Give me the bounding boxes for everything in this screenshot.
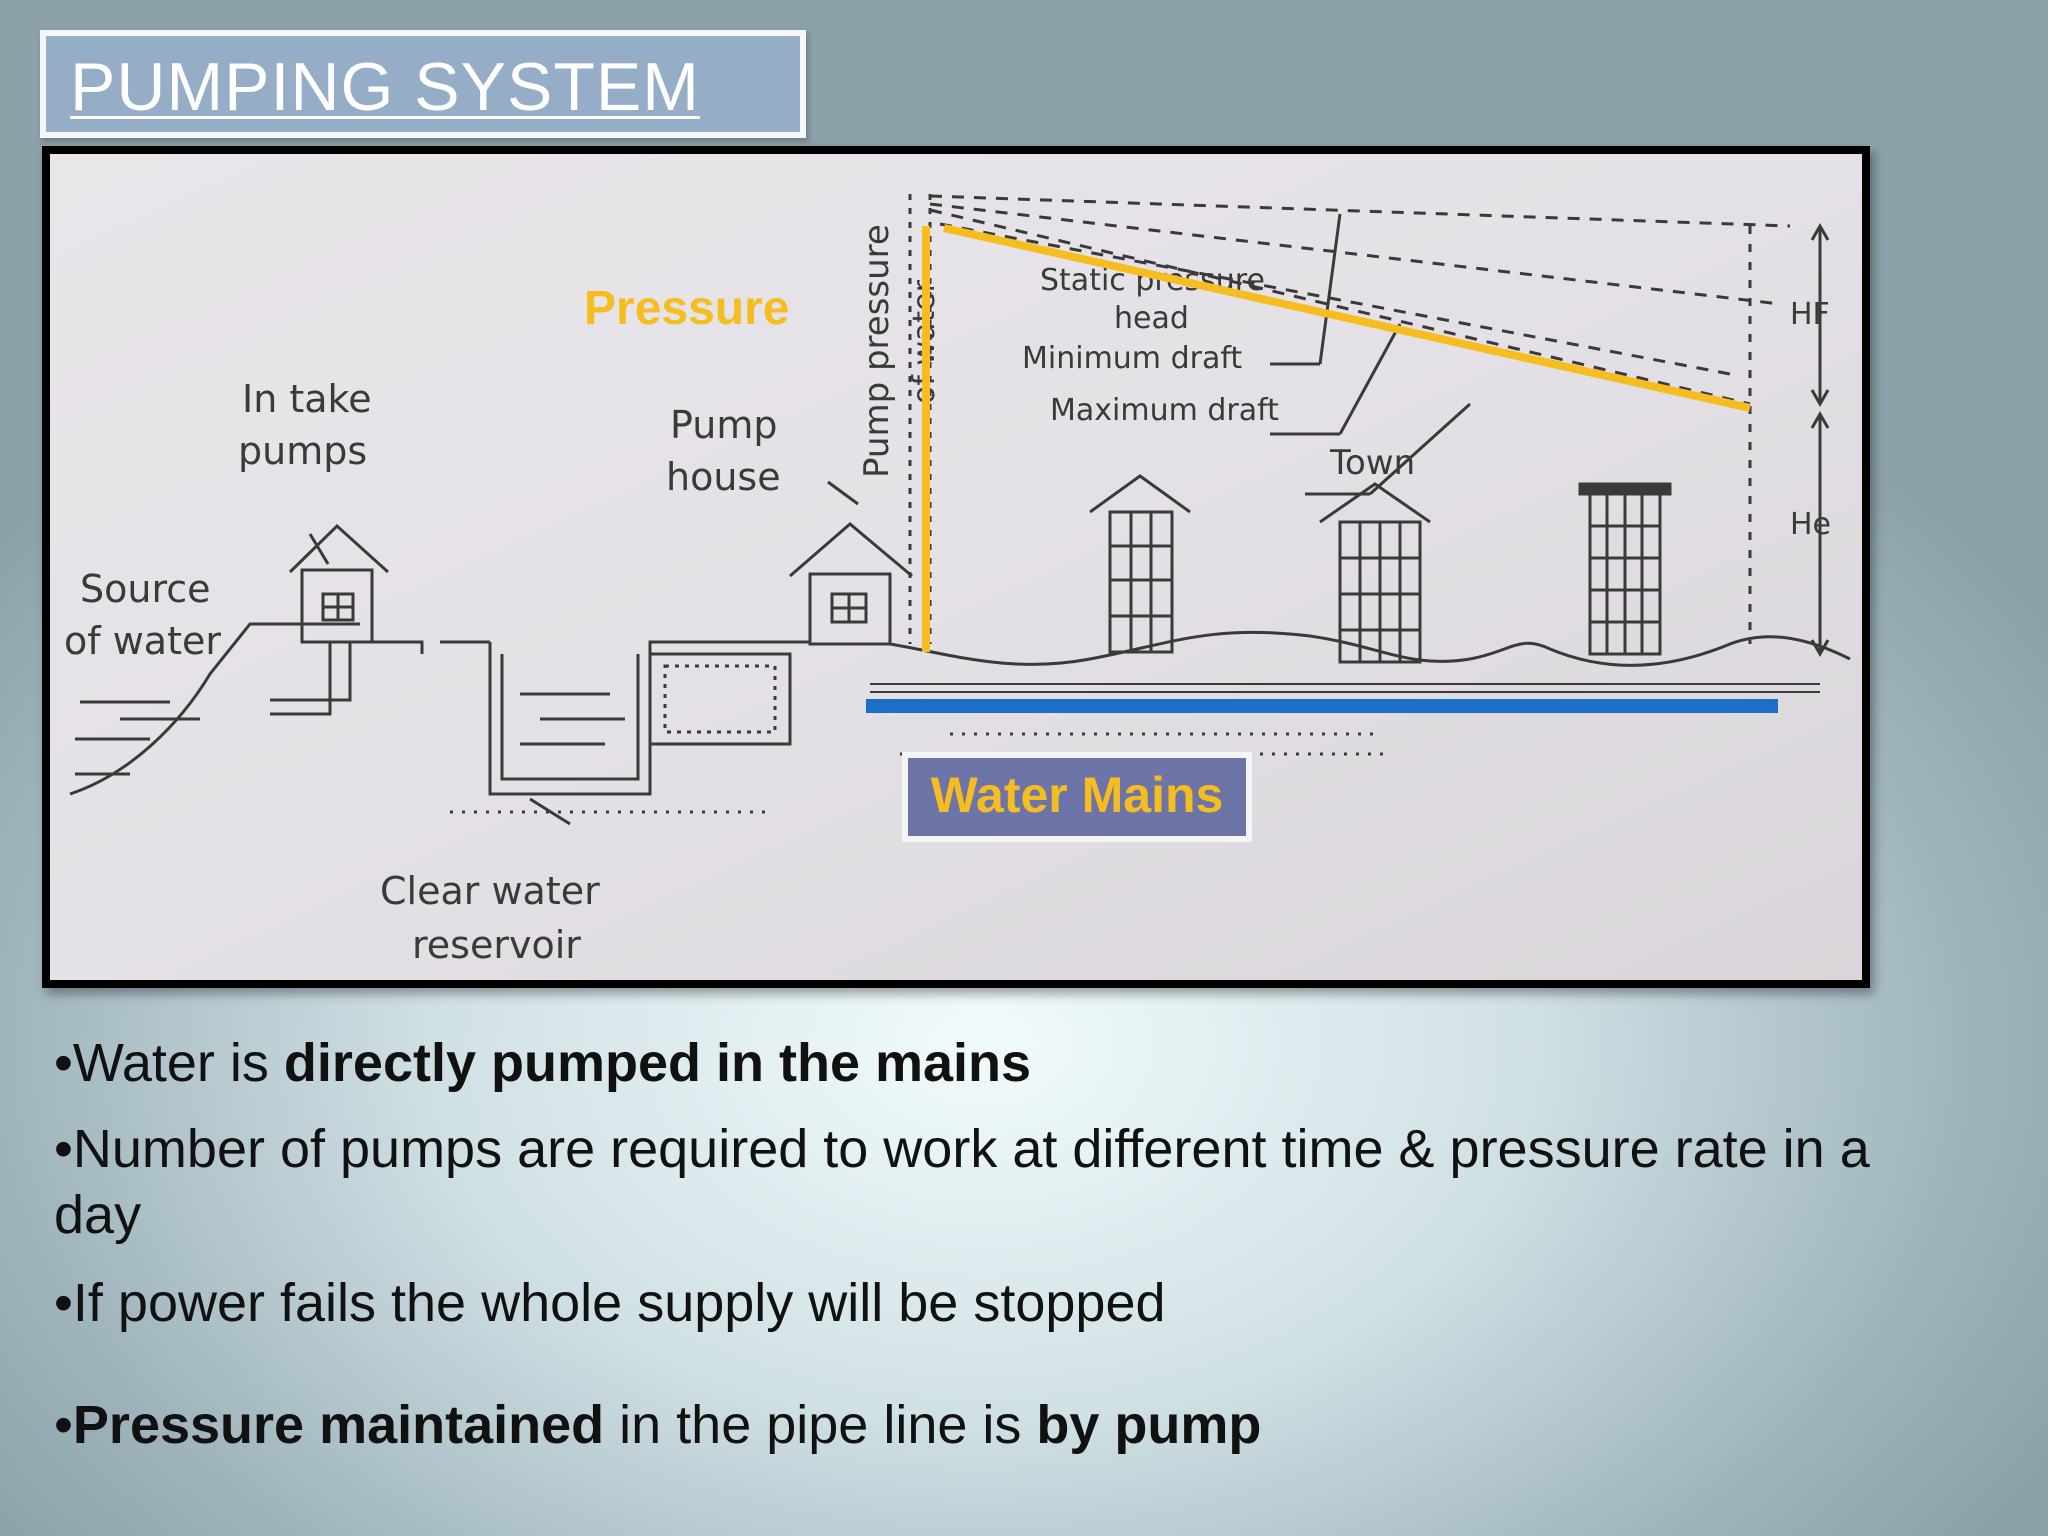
filter-chamber bbox=[648, 652, 792, 746]
static-pressure-head-label: head bbox=[1114, 301, 1189, 336]
town-label: Town bbox=[1329, 443, 1415, 483]
bullet-text: •Number of pumps are required to work at… bbox=[54, 1119, 1870, 1245]
he-arrow-down bbox=[1810, 639, 1830, 658]
intake-pumps-label: pumps bbox=[238, 429, 367, 473]
minimum-draft-leader bbox=[1338, 323, 1402, 435]
diagram-frame: Source of water In take pumps Pump house… bbox=[42, 146, 1870, 988]
pump-house-label: house bbox=[666, 455, 781, 499]
bullet-text: • bbox=[54, 1395, 73, 1455]
bullet-item: •If power fails the whole supply will be… bbox=[54, 1270, 1166, 1336]
draft-line bbox=[939, 222, 1731, 376]
pump-house-label: Pump bbox=[670, 403, 777, 447]
clear-water-reservoir-label: Clear water bbox=[380, 869, 600, 913]
clear-water-reservoir-label: reservoir bbox=[412, 923, 581, 967]
intake-pumps-label: In take bbox=[242, 377, 372, 421]
bullet-text: in the pipe line is bbox=[604, 1395, 1037, 1455]
intake-main bbox=[372, 640, 490, 654]
maximum-draft-label: Maximum draft bbox=[1050, 393, 1279, 428]
water-mains-box bbox=[908, 758, 1246, 836]
hf-arrow-down bbox=[1810, 389, 1830, 408]
hf-arrow-up bbox=[1810, 222, 1830, 241]
pump-house-arrow bbox=[827, 480, 859, 506]
building-1 bbox=[1089, 474, 1191, 654]
he-arrow-up bbox=[1810, 410, 1830, 429]
reservoir-inner bbox=[500, 654, 640, 781]
static-pressure-line bbox=[929, 194, 1791, 228]
pump-house bbox=[808, 572, 892, 646]
bullet-bold-text: by pump bbox=[1036, 1395, 1262, 1455]
bullet-bold-text: Pressure maintained bbox=[72, 1395, 605, 1455]
building-3 bbox=[1578, 482, 1672, 656]
bullet-item: •Water is directly pumped in the mains bbox=[54, 1030, 1031, 1096]
pressure-overlay-label: Pressure bbox=[584, 282, 789, 335]
source-of-water-label: Source bbox=[80, 567, 211, 611]
maximum-draft-line bbox=[929, 208, 1751, 406]
bullet-text: •Water is bbox=[54, 1033, 284, 1093]
river-bank bbox=[69, 622, 360, 796]
intake-roof bbox=[288, 523, 390, 574]
page-title: PUMPING SYSTEM bbox=[70, 49, 700, 125]
filter-bed bbox=[663, 664, 777, 734]
bullet-item: •Number of pumps are required to work at… bbox=[54, 1116, 1954, 1248]
minimum-draft-label: Minimum draft bbox=[1022, 341, 1242, 376]
reservoir-arrow bbox=[529, 797, 571, 826]
bullet-item: •Pressure maintained in the pipe line is… bbox=[54, 1392, 1261, 1458]
bullet-text: •If power fails the whole supply will be… bbox=[54, 1273, 1166, 1333]
bullet-bold-text: directly pumped in the mains bbox=[283, 1033, 1032, 1093]
water-mains-label: Water Mains bbox=[931, 767, 1224, 823]
clear-water-reservoir bbox=[488, 640, 810, 796]
maximum-draft-leader bbox=[1368, 402, 1472, 496]
pump-house-roof bbox=[789, 522, 913, 578]
he-label: He bbox=[1790, 507, 1831, 542]
hf-label: HF bbox=[1790, 297, 1830, 332]
intake-pump-house bbox=[300, 568, 374, 644]
source-of-water-label: of water bbox=[64, 619, 221, 663]
building-2 bbox=[1319, 482, 1431, 664]
pressure-gradient-yellow-line bbox=[943, 224, 1751, 412]
paper-background bbox=[50, 154, 1862, 980]
intake-pipe bbox=[270, 642, 352, 716]
ground-profile bbox=[889, 630, 1851, 667]
pumping-system-diagram: Source of water In take pumps Pump house… bbox=[50, 154, 1862, 980]
minimum-draft-line bbox=[929, 202, 1781, 306]
intake-arrow bbox=[308, 533, 330, 565]
title-box: PUMPING SYSTEM bbox=[40, 30, 806, 138]
pump-pressure-label: Pump pressure bbox=[857, 224, 897, 478]
static-head-leader bbox=[1318, 213, 1342, 365]
